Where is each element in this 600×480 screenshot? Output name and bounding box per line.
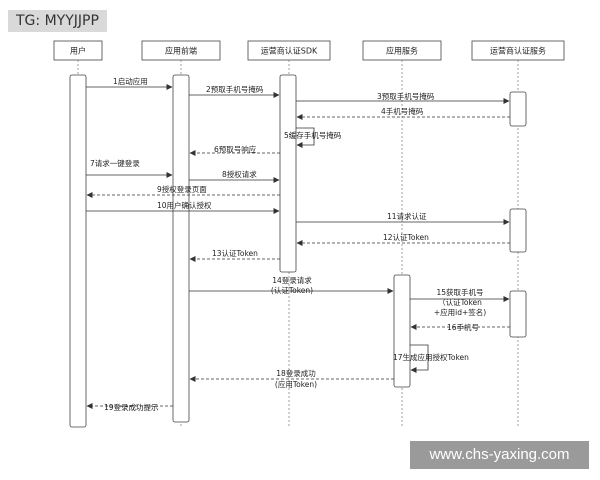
watermark-top-left: TG: MYYJJPP xyxy=(8,10,107,32)
message-label-3: 3预取手机号掩码 xyxy=(377,91,435,101)
participant-label: 运营商认证服务 xyxy=(490,46,546,56)
arrow-17-self xyxy=(410,344,429,373)
message-label-15b: （认证Token xyxy=(438,297,482,307)
message-label-15: 15获取手机号 xyxy=(436,287,483,297)
message-label-5: 5缓存手机号掩码 xyxy=(284,130,342,140)
message-label-13: 13认证Token xyxy=(212,248,258,258)
participant-label: 用户 xyxy=(70,46,86,56)
arrow-5-self xyxy=(296,127,315,148)
message-label-16: 16手机号 xyxy=(447,322,479,332)
watermark-bottom-right: www.chs-yaxing.com xyxy=(410,441,589,469)
activation-app-server xyxy=(393,274,411,388)
participant-carrier-auth-service: 运营商认证服务 xyxy=(471,40,565,61)
message-label-11: 11请求认证 xyxy=(387,211,427,221)
message-label-14: 14登录请求 xyxy=(272,275,312,285)
participant-app-frontend: 应用前端 xyxy=(141,40,221,61)
activation-app-frontend xyxy=(172,74,190,423)
participant-label: 运营商认证SDK xyxy=(261,46,318,56)
message-label-15c: +应用id+签名) xyxy=(434,307,486,317)
message-label-7: 7请求一键登录 xyxy=(90,158,140,168)
message-label-19: 19登录成功提示 xyxy=(104,402,159,412)
message-label-18: 18登录成功 xyxy=(276,368,316,378)
message-label-12: 12认证Token xyxy=(383,232,429,242)
message-label-6: 6预取号响应 xyxy=(214,144,257,154)
message-label-14b: (认证Token) xyxy=(271,285,313,295)
message-label-10: 10用户确认授权 xyxy=(157,200,212,210)
activation-carrier-auth-1 xyxy=(509,91,527,127)
message-label-8: 8授权请求 xyxy=(222,169,257,179)
participant-app-server: 应用服务 xyxy=(362,40,442,61)
activation-user xyxy=(69,74,87,428)
activation-carrier-auth-3 xyxy=(509,290,527,338)
message-label-17: 17生成应用授权Token xyxy=(393,352,469,362)
message-label-1: 1启动应用 xyxy=(113,76,148,86)
participant-label: 应用前端 xyxy=(165,46,197,56)
activation-carrier-auth-2 xyxy=(509,208,527,253)
participant-user: 用户 xyxy=(53,40,103,61)
activation-carrier-sdk xyxy=(279,74,297,273)
message-label-9: 9授权登录页面 xyxy=(157,184,207,194)
message-label-2: 2预取手机号掩码 xyxy=(206,84,264,94)
participant-carrier-sdk: 运营商认证SDK xyxy=(247,40,331,61)
participant-label: 应用服务 xyxy=(386,46,418,56)
message-label-4: 4手机号掩码 xyxy=(381,106,424,116)
message-label-18b: (应用Token) xyxy=(275,379,317,389)
